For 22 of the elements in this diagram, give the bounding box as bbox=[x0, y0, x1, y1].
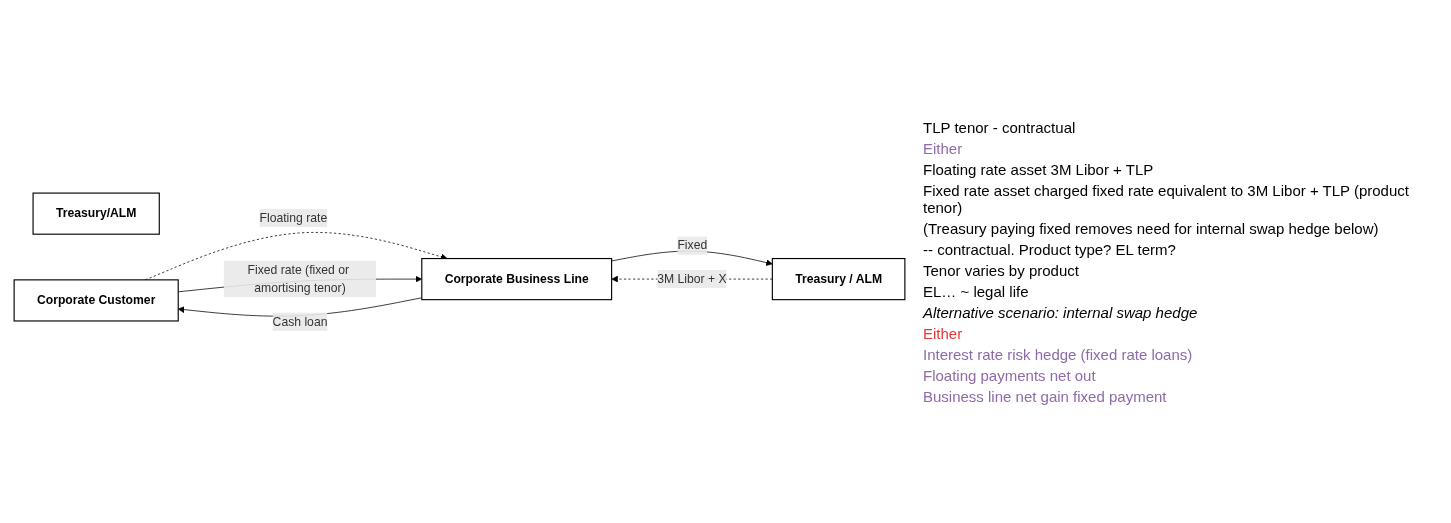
note-text: TLP tenor - contractual bbox=[923, 118, 1077, 136]
note-text: Fixed rate asset charged fixed rate equivalent to 3M Libor + TLP (product tenor) bbox=[923, 181, 1410, 216]
note-text: Either bbox=[923, 139, 964, 157]
node-box: Treasury/ALM bbox=[32, 192, 160, 235]
note-text: Floating rate asset 3M Libor + TLP bbox=[923, 160, 1155, 178]
node-box: Corporate Customer bbox=[13, 278, 179, 322]
edge-label: 3M Libor + X bbox=[657, 271, 727, 285]
note-text: Alternative scenario: internal swap hedge bbox=[923, 303, 1199, 321]
note-text: EL… ~ legal life bbox=[923, 282, 1030, 300]
note-text: Interest rate risk hedge (fixed rate loans) bbox=[923, 345, 1194, 363]
note-text: Business line net gain fixed payment bbox=[923, 387, 1168, 405]
node-box: Corporate Business Line bbox=[421, 257, 613, 300]
note-text: Either bbox=[923, 324, 964, 342]
edge-label: Floating rate bbox=[259, 210, 328, 224]
edge-label: Fixed rate (fixed or amortising tenor) bbox=[247, 262, 350, 294]
edge-label: Cash loan bbox=[272, 314, 328, 328]
note-text: -- contractual. Product type? EL term? bbox=[923, 240, 1177, 258]
edge-label: Fixed bbox=[677, 238, 708, 252]
note-text: (Treasury paying fixed removes need for internal swap hedge below) bbox=[923, 219, 1380, 237]
note-text: Floating payments net out bbox=[923, 366, 1097, 384]
node-box: Treasury / ALM bbox=[771, 257, 906, 300]
note-text: Tenor varies by product bbox=[923, 261, 1080, 279]
